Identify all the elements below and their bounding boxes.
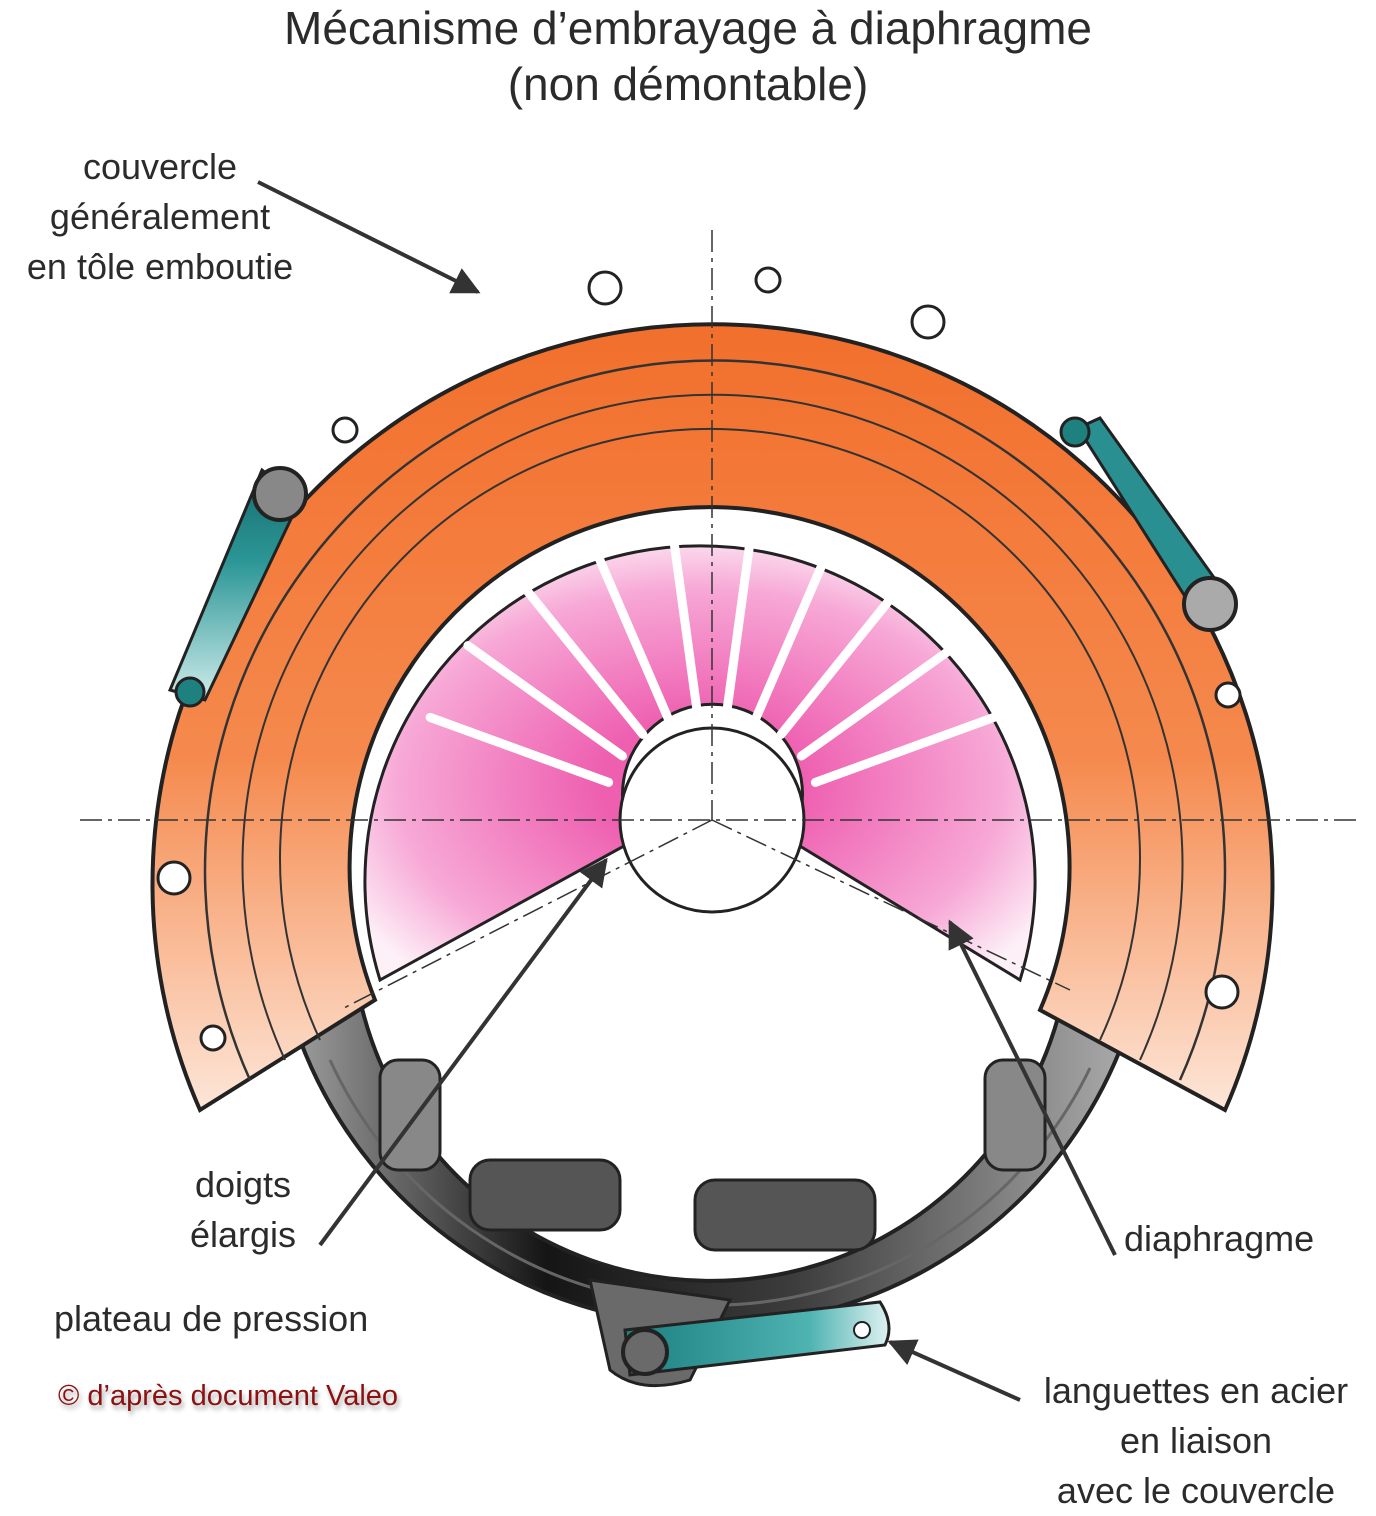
label-couvercle: couvercle généralement en tôle emboutie <box>0 142 320 292</box>
label-couvercle-line1: couvercle <box>82 146 238 187</box>
finger-slot <box>588 540 673 724</box>
label-couvercle-line3: en tôle emboutie <box>26 246 294 287</box>
finger-slot <box>797 641 961 761</box>
arrow-couvercle <box>257 180 481 294</box>
center-lines <box>80 230 1360 1011</box>
label-diaphragme: diaphragme <box>1124 1218 1315 1259</box>
finger-slot <box>666 518 702 716</box>
label-doigts-line2: élargis <box>189 1214 297 1255</box>
arrow-diaphragme <box>948 919 1117 1256</box>
finger-slot <box>776 582 905 739</box>
finger-slot <box>425 712 614 787</box>
finger-slot <box>751 540 836 724</box>
label-languettes-line3: avec le couvercle <box>1056 1470 1336 1511</box>
finger-slot <box>463 641 627 761</box>
finger-slot <box>519 582 648 739</box>
label-plateau: plateau de pression <box>54 1298 369 1339</box>
copyright-notice: © d’après document Valeo <box>58 1380 399 1412</box>
label-doigts-line1: doigts <box>194 1164 292 1205</box>
finger-slot <box>722 518 758 716</box>
label-languettes-line1: languettes en acier <box>1043 1370 1349 1411</box>
clutch-cover <box>150 266 1275 1113</box>
label-couvercle-line2: généralement <box>49 196 271 237</box>
diagram-subtitle: (non démontable) <box>507 58 869 110</box>
arrow-languettes <box>887 1339 1021 1402</box>
label-doigts: doigts élargis <box>168 1160 318 1260</box>
finger-slot <box>810 712 999 787</box>
diaphragm-finger-slots <box>425 518 999 787</box>
steel-tabs <box>167 416 1238 1377</box>
diagram-title: Mécanisme d’embrayage à diaphragme <box>284 2 1092 54</box>
cover-bolts <box>156 266 1242 1052</box>
label-languettes: languettes en acier en liaison avec le c… <box>1016 1366 1376 1516</box>
leader-arrows <box>257 180 1117 1402</box>
arrow-doigts <box>318 857 608 1247</box>
label-languettes-line2: en liaison <box>1119 1420 1273 1461</box>
